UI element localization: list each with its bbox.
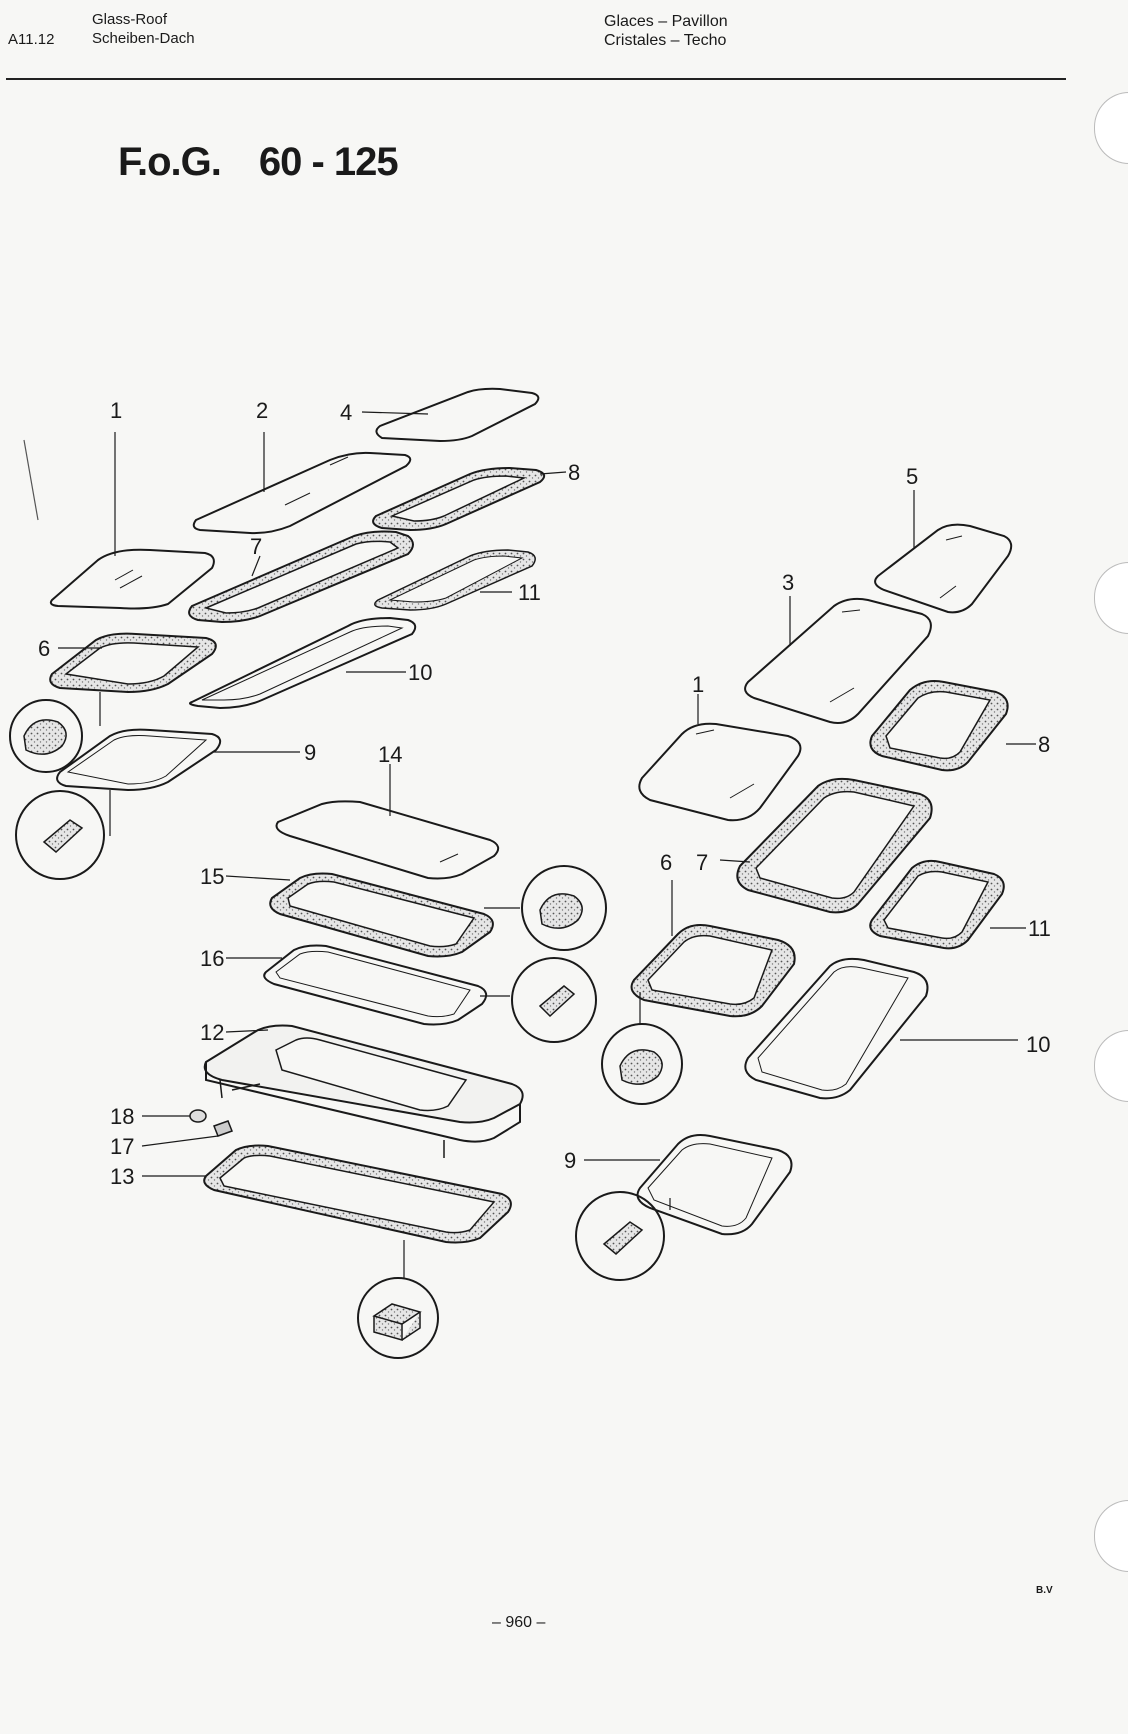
label-b10: 10 xyxy=(1026,1032,1050,1057)
title-english: Glass-Roof xyxy=(92,11,168,28)
section-code: A11.12 xyxy=(8,31,55,48)
seal-a7 xyxy=(188,530,414,624)
title-french-spanish: Glaces – Pavillon Cristales – Techo xyxy=(604,12,728,50)
label-a13: 13 xyxy=(110,1164,134,1189)
seal-b9 xyxy=(636,1134,793,1236)
detail-profile-b6 xyxy=(601,1023,683,1105)
glass-panel-b3 xyxy=(744,597,932,724)
page-number: – 960 – xyxy=(492,1614,546,1631)
label-a12: 12 xyxy=(200,1020,224,1045)
title-french: Glaces – Pavillon xyxy=(604,13,728,30)
seal-b11 xyxy=(869,859,1005,950)
label-b3: 3 xyxy=(782,570,794,595)
washer-a18 xyxy=(189,1109,207,1123)
model-heading: F.o.G. 60 - 125 xyxy=(118,140,436,185)
label-a15: 15 xyxy=(200,864,224,889)
label-a16: 16 xyxy=(200,946,224,971)
seal-b8 xyxy=(869,680,1009,772)
label-b6: 6 xyxy=(660,850,672,875)
header-rule xyxy=(6,78,1066,80)
glass-panel-a4 xyxy=(375,387,540,443)
initials-mark: B.V xyxy=(1036,1585,1053,1596)
label-a17: 17 xyxy=(110,1134,134,1159)
label-b9: 9 xyxy=(564,1148,576,1173)
seal-a13 xyxy=(203,1144,512,1244)
title-spanish: Cristales – Techo xyxy=(604,32,727,49)
detail-profile-a16 xyxy=(511,957,597,1043)
detail-profile-a9 xyxy=(15,790,105,880)
seal-a6 xyxy=(49,632,217,694)
label-a7: 7 xyxy=(250,534,262,559)
glass-panel-a14 xyxy=(275,800,500,880)
model-prefix: F.o.G. xyxy=(118,140,222,184)
detail-profile-a6 xyxy=(9,699,83,773)
leader-lines xyxy=(58,411,1036,1278)
seal-a15 xyxy=(269,872,494,958)
detail-profile-b9 xyxy=(575,1191,665,1281)
title-german: Scheiben-Dach xyxy=(92,30,195,47)
glass-panel-b1 xyxy=(638,722,802,822)
label-a10: 10 xyxy=(408,660,432,685)
label-b8: 8 xyxy=(1038,732,1050,757)
seal-a11 xyxy=(374,549,536,611)
label-a6: 6 xyxy=(38,636,50,661)
label-a1: 1 xyxy=(110,398,122,423)
seal-a8 xyxy=(372,466,546,532)
label-b5: 5 xyxy=(906,464,918,489)
label-a11: 11 xyxy=(518,580,541,605)
label-b1: 1 xyxy=(692,672,704,697)
seal-a10 xyxy=(189,616,417,710)
seal-a16 xyxy=(263,944,488,1026)
title-english-german: Glass-Roof Scheiben-Dach xyxy=(92,10,195,48)
seal-b6 xyxy=(630,924,796,1018)
glass-panel-a1 xyxy=(49,548,215,610)
seal-b10 xyxy=(744,957,929,1100)
margin-mark xyxy=(23,439,39,521)
frame-a12 xyxy=(203,1024,524,1158)
glass-panel-b5 xyxy=(874,523,1013,614)
label-a14: 14 xyxy=(378,742,402,767)
seal-a9 xyxy=(56,728,222,792)
label-a9: 9 xyxy=(304,740,316,765)
label-a18: 18 xyxy=(110,1104,134,1129)
screw-a17 xyxy=(213,1120,233,1137)
label-b11: 11 xyxy=(1028,916,1051,941)
detail-profile-a13 xyxy=(357,1277,439,1359)
glass-panel-a2 xyxy=(192,451,412,535)
label-b7: 7 xyxy=(696,850,708,875)
seal-b7 xyxy=(736,777,933,914)
label-a8: 8 xyxy=(568,460,580,485)
label-a4: 4 xyxy=(340,400,352,425)
label-a2: 2 xyxy=(256,398,268,423)
model-range: 60 - 125 xyxy=(258,140,399,184)
detail-profile-a15 xyxy=(521,865,607,951)
